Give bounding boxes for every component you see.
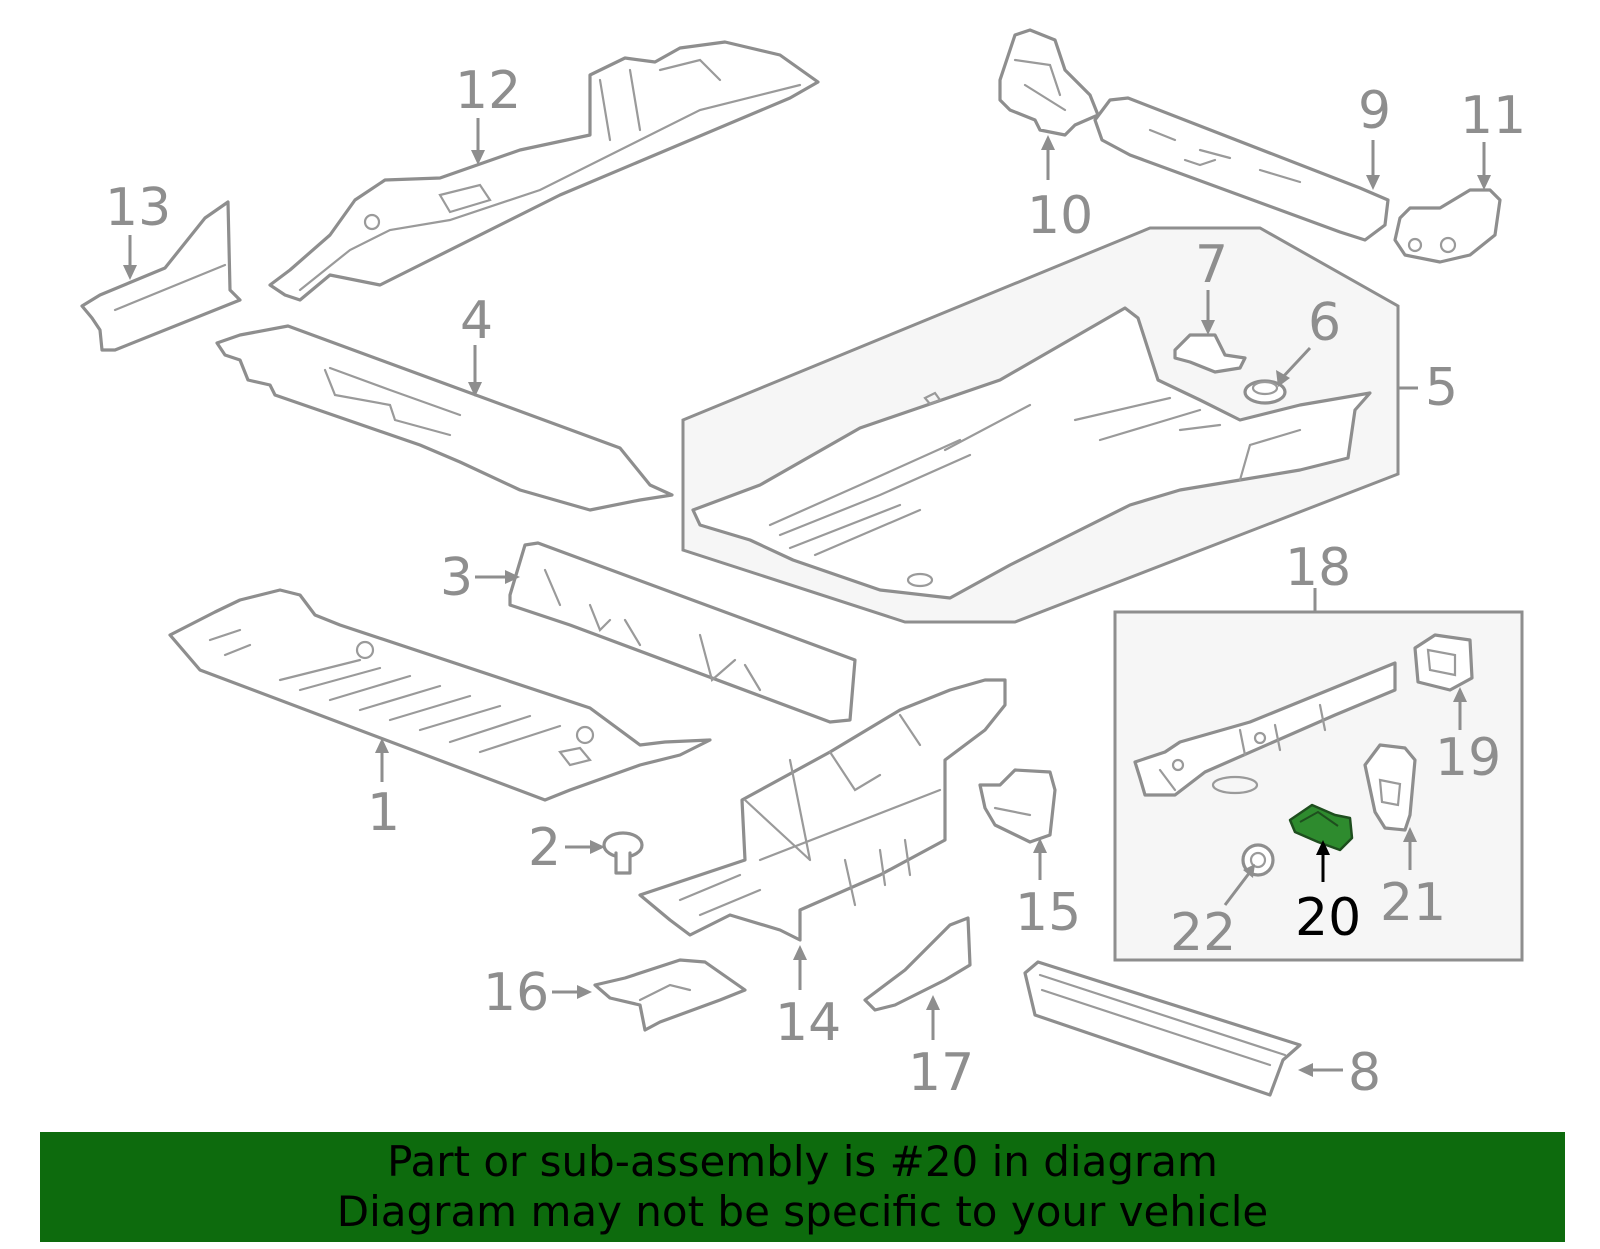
part-13-shape	[80, 200, 242, 352]
part-5-shape	[691, 306, 1372, 600]
callout-8[interactable]: 8	[1348, 1043, 1381, 1103]
part-7-shape	[1173, 333, 1247, 374]
part-15-shape	[978, 768, 1057, 844]
part-12-shape	[268, 40, 820, 302]
callouts: 12 13 4 7 6 5 10 9 11 3 18 1 2 19 20 21 …	[105, 61, 1526, 1103]
part-6-shape	[1243, 379, 1287, 405]
part-19-shape	[1413, 633, 1474, 692]
callout-20[interactable]: 20	[1295, 888, 1361, 948]
callout-18[interactable]: 18	[1285, 538, 1351, 598]
part-20-shape[interactable]	[1288, 803, 1354, 852]
part-14-shape	[638, 678, 1007, 942]
part-16-shape	[593, 958, 747, 1032]
callout-9[interactable]: 9	[1358, 81, 1391, 141]
callout-7[interactable]: 7	[1195, 235, 1228, 295]
callout-5[interactable]: 5	[1425, 358, 1458, 418]
leader-lines	[123, 118, 1491, 1077]
banner-line-1: Part or sub-assembly is #20 in diagram	[387, 1137, 1218, 1186]
part-17-shape	[863, 916, 972, 1012]
part-1-shape	[168, 588, 712, 802]
callout-19[interactable]: 19	[1435, 728, 1501, 788]
callout-3[interactable]: 3	[440, 548, 473, 608]
callout-2[interactable]: 2	[528, 818, 561, 878]
callout-10[interactable]: 10	[1027, 186, 1093, 246]
part-8-shape	[1023, 960, 1302, 1097]
callout-17[interactable]: 17	[908, 1043, 974, 1103]
part-11-shape	[1393, 188, 1502, 264]
banner-line-2: Diagram may not be specific to your vehi…	[336, 1187, 1269, 1236]
callout-13[interactable]: 13	[105, 178, 171, 238]
info-banner: Part or sub-assembly is #20 in diagram D…	[40, 1132, 1565, 1242]
callout-1[interactable]: 1	[367, 783, 400, 843]
part-10-shape	[998, 28, 1100, 137]
callout-15[interactable]: 15	[1015, 883, 1081, 943]
part-2-shape	[602, 831, 644, 875]
callout-4[interactable]: 4	[460, 291, 493, 351]
callout-11[interactable]: 11	[1460, 86, 1526, 146]
callout-14[interactable]: 14	[775, 993, 841, 1053]
part-4-shape	[215, 324, 674, 512]
callout-16[interactable]: 16	[483, 963, 549, 1023]
callout-21[interactable]: 21	[1380, 873, 1446, 933]
callout-22[interactable]: 22	[1170, 903, 1236, 963]
part-9-shape	[1093, 96, 1390, 242]
part-3-shape	[508, 541, 857, 724]
part-18-rail-shape	[1133, 661, 1397, 797]
callout-12[interactable]: 12	[455, 61, 521, 121]
part-21-shape	[1363, 743, 1417, 832]
callout-6[interactable]: 6	[1308, 293, 1341, 353]
